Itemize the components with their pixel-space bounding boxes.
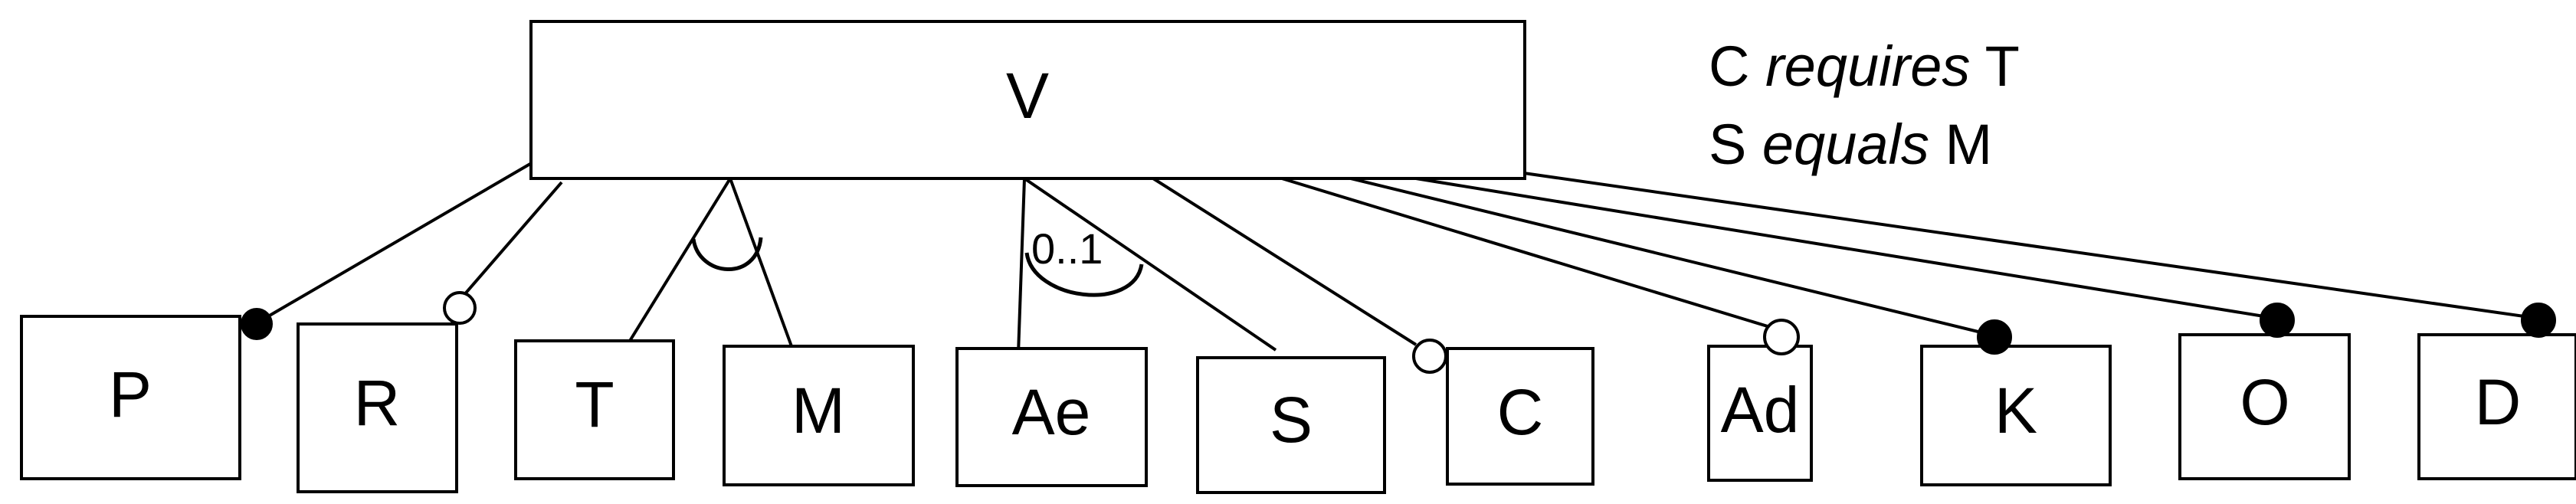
constraint-left: S (1709, 113, 1747, 176)
label-p: P (109, 358, 152, 430)
edge-v-d (1523, 172, 2535, 319)
feature-s (1196, 356, 1386, 494)
constraint-right: T (1984, 34, 2020, 98)
edge-v-ad (1281, 177, 1778, 331)
mandatory-dot-k (1977, 319, 2012, 355)
mandatory-dot-o (2260, 303, 2295, 338)
label-ad: Ad (1721, 374, 1800, 446)
edge-v-s (1023, 177, 1277, 352)
constraint-keyword: equals (1762, 113, 1929, 176)
edge-v-o (1415, 177, 2274, 319)
label-v: V (1006, 60, 1049, 132)
label-ae: Ae (1012, 376, 1091, 448)
label-s: S (1270, 384, 1313, 456)
feature-c (1446, 347, 1594, 486)
or-group-arc (1024, 252, 1144, 297)
edge-v-r (461, 181, 563, 298)
optional-dot-ad (1763, 319, 1800, 355)
constraint-list: C requires T S equals M (1709, 28, 2020, 184)
feature-ae (955, 347, 1148, 487)
optional-dot-r (443, 291, 477, 325)
feature-r (297, 322, 458, 493)
label-m: M (791, 375, 845, 447)
edge-v-p (267, 160, 536, 318)
label-c: C (1497, 376, 1544, 448)
edge-v-c (1152, 177, 1417, 346)
feature-o (2178, 333, 2351, 480)
feature-m (723, 345, 915, 486)
feature-k (1920, 345, 2112, 486)
constraint-right: M (1945, 113, 1993, 176)
edge-v-m (729, 178, 793, 347)
feature-v (529, 20, 1526, 180)
edge-v-ae (1017, 178, 1026, 355)
constraint-keyword: requires (1765, 34, 1971, 98)
feature-ad (1707, 345, 1813, 482)
mandatory-dot-p (241, 308, 273, 340)
mandatory-dot-d (2521, 303, 2556, 338)
group-cardinality: 0..1 (1031, 224, 1103, 273)
feature-d (2417, 333, 2576, 480)
feature-t (514, 339, 675, 480)
label-d: D (2475, 366, 2522, 438)
constraint-left: C (1709, 34, 1750, 98)
edge-v-k (1350, 177, 1991, 336)
edge-v-t (628, 177, 732, 342)
constraint-equals: S equals M (1709, 106, 2020, 184)
constraint-requires: C requires T (1709, 28, 2020, 106)
feature-p (20, 315, 241, 480)
alternative-group-arc (691, 237, 763, 271)
label-o: O (2240, 366, 2289, 438)
label-k: K (1994, 375, 2037, 447)
label-t: T (575, 368, 614, 440)
optional-dot-c (1412, 339, 1447, 374)
label-r: R (354, 367, 401, 439)
